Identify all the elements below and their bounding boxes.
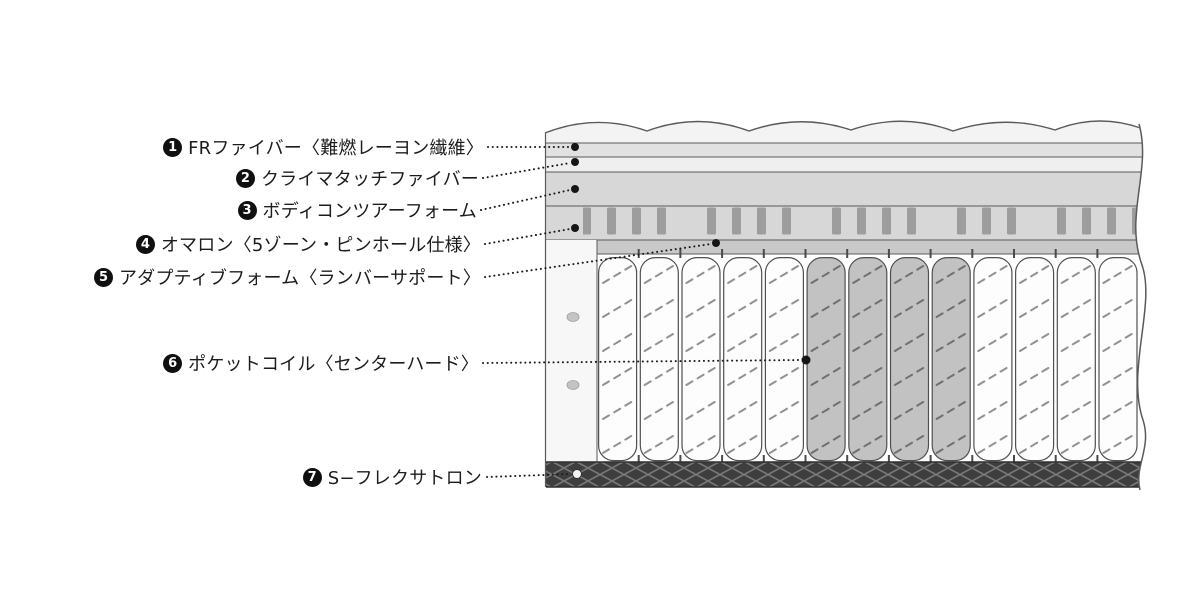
label-number-badge: 6 — [163, 353, 183, 373]
adaptive-foam-layer — [545, 240, 1146, 254]
label-adaptive-foam: 5 アダプティブフォーム〈ランバーサポート〉 — [93, 265, 481, 289]
leader-line-5 — [484, 243, 712, 278]
label-number-badge: 2 — [235, 168, 255, 188]
label-number-badge: 4 — [135, 234, 155, 254]
leader-dot-6 — [801, 355, 811, 365]
label-text-pocket-coil: ポケットコイル〈センターハード〉 — [188, 354, 479, 375]
label-fr-fiber: 1 FRファイバー〈難燃レーヨン繊維〉 — [163, 135, 484, 159]
leader-dot-2 — [571, 158, 579, 166]
label-text-climatouch: クライマタッチファイバー — [260, 169, 479, 190]
leader-dot-4 — [571, 224, 579, 232]
omalon-zone-gap — [1030, 207, 1044, 239]
label-body-contour-foam: 3 ボディコンツアーフォーム — [237, 198, 477, 222]
label-text-fr-fiber: FRファイバー〈難燃レーヨン繊維〉 — [188, 138, 484, 159]
base-boundary-lines — [546, 461, 1146, 488]
omalon-zone-gap — [805, 207, 819, 239]
pocket-coil — [723, 257, 763, 462]
label-text-s-flexatron: S−フレクサトロン — [327, 468, 482, 489]
pocket-coil-center-hard — [931, 257, 971, 462]
label-s-flexatron: 7 S−フレクサトロン — [302, 465, 482, 489]
omalon-zone-gap — [930, 207, 944, 239]
leader-dot-3 — [571, 185, 579, 193]
pocket-coil — [1098, 257, 1138, 462]
omalon-pinhole-slots — [583, 206, 1146, 240]
pocket-coil-center-hard — [806, 257, 846, 462]
pocket-coil — [1056, 257, 1096, 462]
pocket-coil-center-hard — [848, 257, 888, 462]
fr-fiber-layer — [545, 143, 1146, 157]
leader-line-4 — [484, 228, 571, 245]
label-text-omalon: オマロン〈5ゾーン・ピンホール仕様〉 — [160, 235, 481, 256]
leader-dot-1 — [571, 143, 579, 151]
vent-hole — [566, 380, 580, 390]
right-cutaway-edge — [1135, 123, 1147, 491]
label-number-badge: 5 — [93, 267, 113, 287]
label-number-badge: 3 — [237, 200, 257, 220]
label-omalon: 4 オマロン〈5ゾーン・ピンホール仕様〉 — [135, 232, 481, 256]
layer-boundary-lines — [545, 142, 1146, 255]
label-number-badge: 1 — [163, 137, 183, 157]
right-cutaway-mask — [1135, 113, 1200, 490]
pocket-coil — [973, 257, 1013, 462]
leader-lines — [480, 146, 801, 478]
quilt-top-layer — [545, 121, 1146, 143]
omalon-zone-gap — [680, 207, 694, 239]
flexatron-mesh-pattern — [546, 462, 1146, 487]
label-climatouch-fiber: 2 クライマタッチファイバー — [235, 166, 479, 190]
leader-line-2 — [482, 162, 571, 179]
label-pocket-coil: 6 ポケットコイル〈センターハード〉 — [163, 351, 479, 375]
climatouch-fiber-layer — [545, 157, 1146, 172]
coil-join-ticks-top — [637, 249, 1099, 258]
quilt-top-outline — [544, 120, 1147, 134]
label-text-adaptive-foam: アダプティブフォーム〈ランバーサポート〉 — [118, 268, 481, 289]
body-contour-foam-layer — [545, 172, 1146, 206]
label-text-contour-foam: ボディコンツアーフォーム — [262, 201, 477, 222]
leader-line-3 — [480, 189, 571, 211]
pocket-coil — [681, 257, 721, 462]
side-rail — [545, 240, 597, 462]
pocket-coil — [639, 257, 679, 462]
leader-dot-7 — [572, 469, 582, 479]
pocket-coil — [597, 257, 638, 462]
pocket-coil-center-hard — [889, 257, 930, 462]
label-number-badge: 7 — [302, 467, 322, 487]
leader-dot-5 — [712, 239, 720, 247]
leader-line-7 — [486, 473, 572, 478]
pocket-coil — [1014, 257, 1055, 462]
vent-hole — [566, 312, 580, 322]
coil-join-ticks-bottom — [637, 455, 1099, 463]
leader-line-6 — [482, 359, 801, 364]
